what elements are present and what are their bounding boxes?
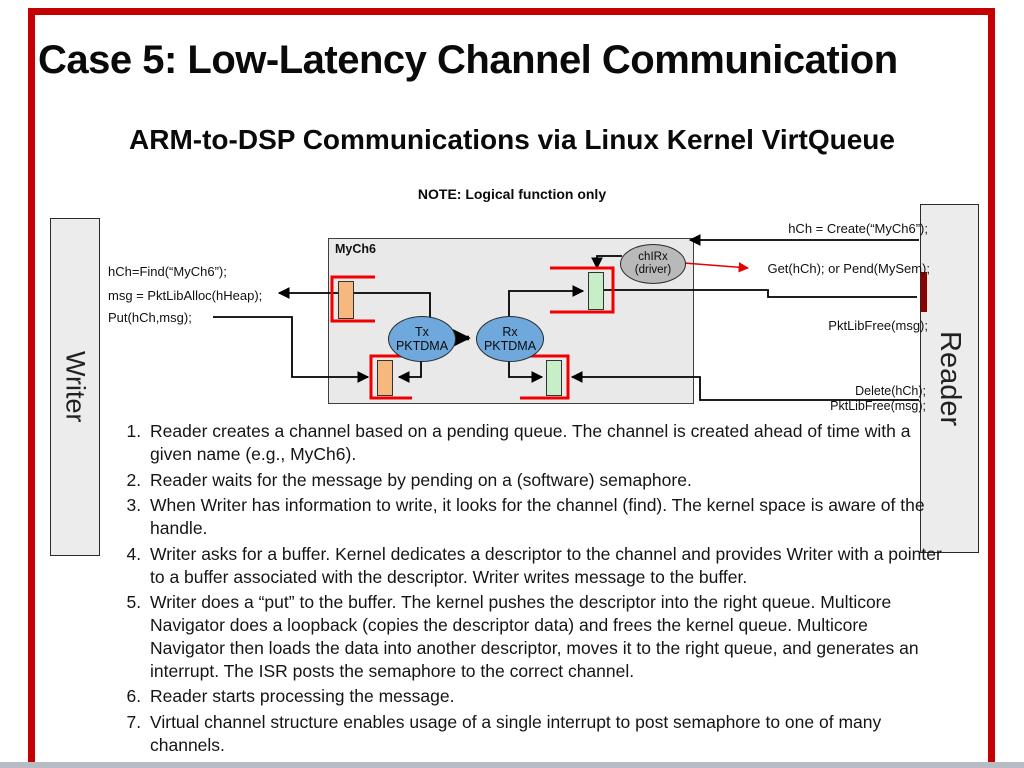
- semaphore-bar: [921, 272, 927, 312]
- slide-frame-right: [988, 8, 995, 762]
- reader-call-get: Get(hCh); or Pend(MySem);: [767, 261, 930, 276]
- rx-pktdma-line1: Rx: [502, 324, 518, 339]
- writer-label: Writer: [60, 351, 91, 423]
- reader-call-create: hCh = Create(“MyCh6”);: [788, 221, 928, 236]
- queue-bracket-tx-lower: [369, 354, 412, 400]
- rx-descriptor-lower: [546, 360, 562, 396]
- steps-list: Reader creates a channel based on a pend…: [118, 420, 946, 760]
- tx-descriptor-upper: [338, 281, 354, 319]
- chirx-line2: (driver): [634, 264, 672, 276]
- queue-bracket-rx-lower: [520, 354, 570, 400]
- bottom-bar: [0, 762, 1024, 768]
- writer-endpoint-box: Writer: [50, 218, 100, 556]
- reader-call-free: PktLibFree(msg);: [828, 318, 928, 333]
- slide-frame-top: [28, 8, 995, 15]
- tx-pktdma-line1: Tx: [415, 324, 429, 339]
- reader-call-delete-line2: PktLibFree(msg);: [830, 398, 926, 413]
- step-item: Writer asks for a buffer. Kernel dedicat…: [146, 543, 946, 589]
- step-item: Reader waits for the message by pending …: [146, 469, 946, 492]
- writer-call-alloc: msg = PktLibAlloc(hHeap);: [108, 288, 263, 303]
- reader-endpoint-box: Reader: [920, 204, 979, 553]
- arrow-get-red: [683, 262, 750, 273]
- rx-pktdma-node: Rx PKTDMA: [476, 316, 544, 362]
- reader-call-delete-line1: Delete(hCh);: [855, 384, 926, 398]
- channel-name-label: MyCh6: [335, 242, 376, 256]
- reader-label: Reader: [934, 330, 966, 427]
- arrow-rx-descriptor: [508, 360, 544, 383]
- chirx-line1: chIRx: [638, 250, 668, 263]
- step-item: Reader creates a channel based on a pend…: [146, 420, 946, 466]
- arrow-put: [213, 316, 370, 383]
- tx-pktdma-node: Tx PKTDMA: [388, 316, 456, 362]
- line-pktlibfree: [604, 289, 917, 298]
- arrow-alloc-return: [277, 287, 431, 318]
- reader-call-delete: Delete(hCh); PktLibFree(msg);: [830, 384, 926, 414]
- rx-descriptor-upper: [588, 272, 604, 310]
- arrow-delete: [570, 371, 919, 401]
- queue-bracket-rx-upper: [550, 266, 615, 314]
- step-item: Virtual channel structure enables usage …: [146, 711, 946, 757]
- queue-bracket-tx-upper: [330, 275, 375, 323]
- step-item: When Writer has information to write, it…: [146, 494, 946, 540]
- rx-pktdma-line2: PKTDMA: [483, 339, 537, 353]
- arrow-tx-descriptor: [397, 360, 422, 383]
- step-item: Reader starts processing the message.: [146, 685, 946, 708]
- chirx-driver-node: chIRx (driver): [620, 244, 686, 284]
- step-item: Writer does a “put” to the buffer. The k…: [146, 591, 946, 682]
- arrow-rx-to-queue: [508, 285, 585, 316]
- tx-descriptor-lower: [377, 360, 393, 396]
- arrow-irq-to-queue: [591, 255, 622, 270]
- writer-call-find: hCh=Find(“MyCh6”);: [108, 264, 227, 279]
- diagram-note: NOTE: Logical function only: [417, 186, 607, 202]
- page-title: Case 5: Low-Latency Channel Communicatio…: [38, 38, 898, 82]
- tx-pktdma-line2: PKTDMA: [395, 339, 449, 353]
- slide-subtitle: ARM-to-DSP Communications via Linux Kern…: [129, 124, 895, 155]
- slide-frame-left: [28, 8, 35, 762]
- writer-call-put: Put(hCh,msg);: [108, 310, 192, 325]
